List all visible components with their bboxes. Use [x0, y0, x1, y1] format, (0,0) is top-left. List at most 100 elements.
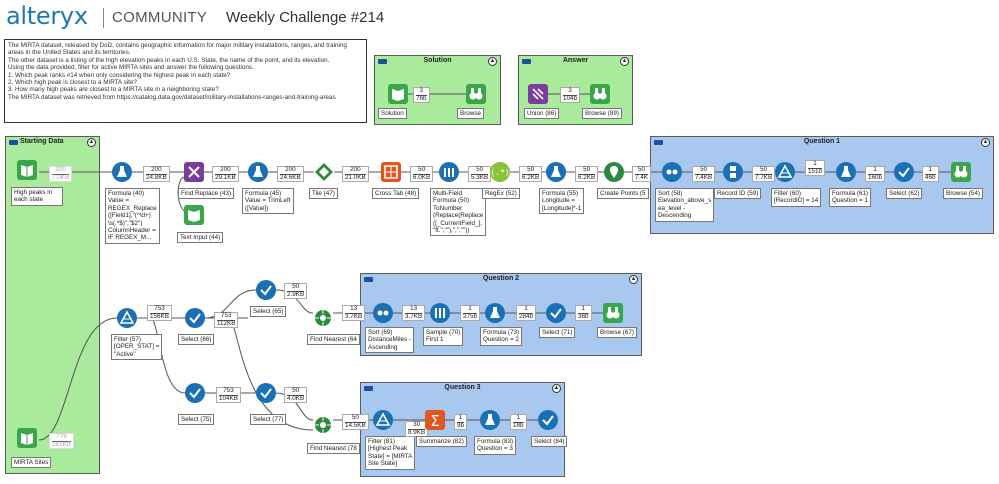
q1-container-header[interactable]: Question 1 ▲	[651, 137, 993, 148]
summarize-82-label: Summarize (82)	[416, 436, 467, 448]
multi-field-label: Multi-Field Formula (50) ToNumber (Repla…	[430, 188, 487, 237]
container-title: Starting Data	[20, 138, 64, 145]
input-book-icon[interactable]	[388, 84, 408, 104]
regex-icon[interactable]: (.*)	[490, 162, 510, 182]
text-input-icon[interactable]	[184, 205, 204, 225]
sample-70-label: Sample (70) First 1	[423, 327, 464, 346]
select-check-icon[interactable]	[546, 303, 566, 323]
formula-flask-icon[interactable]	[836, 162, 856, 182]
select-check-icon[interactable]	[185, 383, 205, 403]
formula-flask-icon[interactable]	[112, 162, 132, 182]
formula-flask-icon[interactable]	[546, 162, 566, 182]
desc-line: 1. Which peak ranks #14 when only consid…	[8, 71, 231, 79]
filter-icon[interactable]	[775, 162, 795, 182]
formula-40-label: Formula (40) Value = REGEX_Replace ([Fie…	[105, 188, 160, 244]
container-icon	[378, 59, 387, 64]
sort-icon[interactable]	[662, 162, 682, 182]
input-book-icon[interactable]	[17, 160, 39, 184]
find-nearest-icon[interactable]	[313, 308, 333, 328]
tile-icon[interactable]	[314, 162, 334, 182]
multi-field-formula-icon[interactable]	[439, 162, 459, 182]
input-book-icon[interactable]	[17, 428, 39, 452]
union-icon[interactable]	[528, 84, 548, 104]
find-nearest-78-label: Find Nearest (78	[307, 443, 360, 455]
collapse-icon[interactable]: ▲	[629, 275, 638, 284]
select-check-icon[interactable]	[538, 410, 558, 430]
answer-container-header[interactable]: Answer▲	[519, 56, 632, 67]
select-66-label: Select (66)	[178, 334, 215, 346]
select-77-label: Select (77)	[250, 414, 287, 426]
union-label: Union (86)	[524, 108, 560, 120]
find-replace-icon[interactable]	[184, 162, 204, 182]
filter-icon[interactable]	[373, 410, 393, 430]
description-comment[interactable]: The MIRTA dataset, released by DoD, cont…	[4, 39, 367, 123]
desc-line: 2. Which high peak is closest to a MIRTA…	[8, 79, 137, 87]
container-title: Solution	[423, 57, 452, 64]
community-label[interactable]: COMMUNITY	[112, 9, 208, 26]
container-title: Question 1	[803, 138, 841, 145]
formula-73-label: Formula (73) Question = 2	[480, 327, 523, 346]
select-check-icon[interactable]	[256, 280, 276, 300]
select-check-icon[interactable]	[256, 383, 276, 403]
select-62-label: Select (62)	[886, 188, 923, 200]
select-75-label: Select (75)	[178, 414, 215, 426]
browse-binoculars-icon[interactable]	[590, 84, 610, 104]
find-nearest-icon[interactable]	[313, 415, 333, 435]
formula-flask-icon[interactable]	[248, 162, 268, 182]
sample-icon[interactable]	[430, 303, 450, 323]
browse-binoculars-icon[interactable]	[951, 162, 971, 182]
filter-81-label: Filter (81) [Highest Peak State] = [MIRT…	[365, 436, 416, 470]
solution-container-header[interactable]: Solution ▲	[375, 56, 500, 67]
browse-binoculars-icon[interactable]	[603, 303, 623, 323]
select-84-label: Select (84)	[531, 436, 568, 448]
svg-text:(.*): (.*)	[490, 168, 509, 177]
find-replace-label: Find Replace (43)	[178, 188, 235, 200]
select-check-icon[interactable]	[894, 162, 914, 182]
formula-flask-icon[interactable]	[485, 303, 505, 323]
create-points-icon[interactable]	[604, 162, 624, 182]
sort-icon[interactable]	[373, 303, 393, 323]
record-id-label: Record ID (59)	[714, 188, 762, 200]
record-id-icon[interactable]	[723, 162, 743, 182]
container-icon	[9, 140, 18, 145]
browse-67-label: Browse (67)	[597, 327, 637, 339]
q2-container-header[interactable]: Question 2▲	[361, 274, 641, 285]
sort-58-label: Sort (58) Elevation_above_s ea_level - D…	[655, 188, 715, 222]
container-icon	[364, 386, 373, 391]
collapse-icon[interactable]: ▲	[620, 57, 629, 66]
filter-icon[interactable]	[117, 308, 137, 328]
container-icon	[364, 277, 373, 282]
high-peaks-label: High peaks in each state	[11, 187, 63, 206]
regex-label: RegEx (52)	[482, 188, 520, 200]
browse-54-label: Browse (54)	[943, 188, 983, 200]
select-check-icon[interactable]	[185, 308, 205, 328]
sort-69-label: Sort (69) DistanceMiles - Ascending	[365, 327, 415, 354]
svg-text:Σ: Σ	[430, 412, 439, 430]
summarize-sigma-icon[interactable]: Σ	[425, 410, 445, 430]
create-points-label: Create Points (5	[597, 188, 649, 200]
collapse-icon[interactable]: ▲	[552, 384, 561, 393]
alteryx-logo[interactable]: alteryx	[6, 2, 88, 30]
browse-binoculars-icon[interactable]	[466, 84, 486, 104]
collapse-icon[interactable]: ▲	[981, 138, 990, 147]
cross-tab-icon[interactable]	[381, 162, 401, 182]
collapse-icon[interactable]: ▲	[488, 57, 497, 66]
starting-container-header[interactable]: Starting Data ▲	[6, 137, 99, 148]
q3-container-header[interactable]: Question 3▲	[361, 383, 564, 394]
formula-flask-icon[interactable]	[480, 410, 500, 430]
filter-57-label: Filter (57) [OPER_STAT] = "Active"	[111, 334, 163, 361]
collapse-icon[interactable]: ▲	[87, 138, 96, 147]
